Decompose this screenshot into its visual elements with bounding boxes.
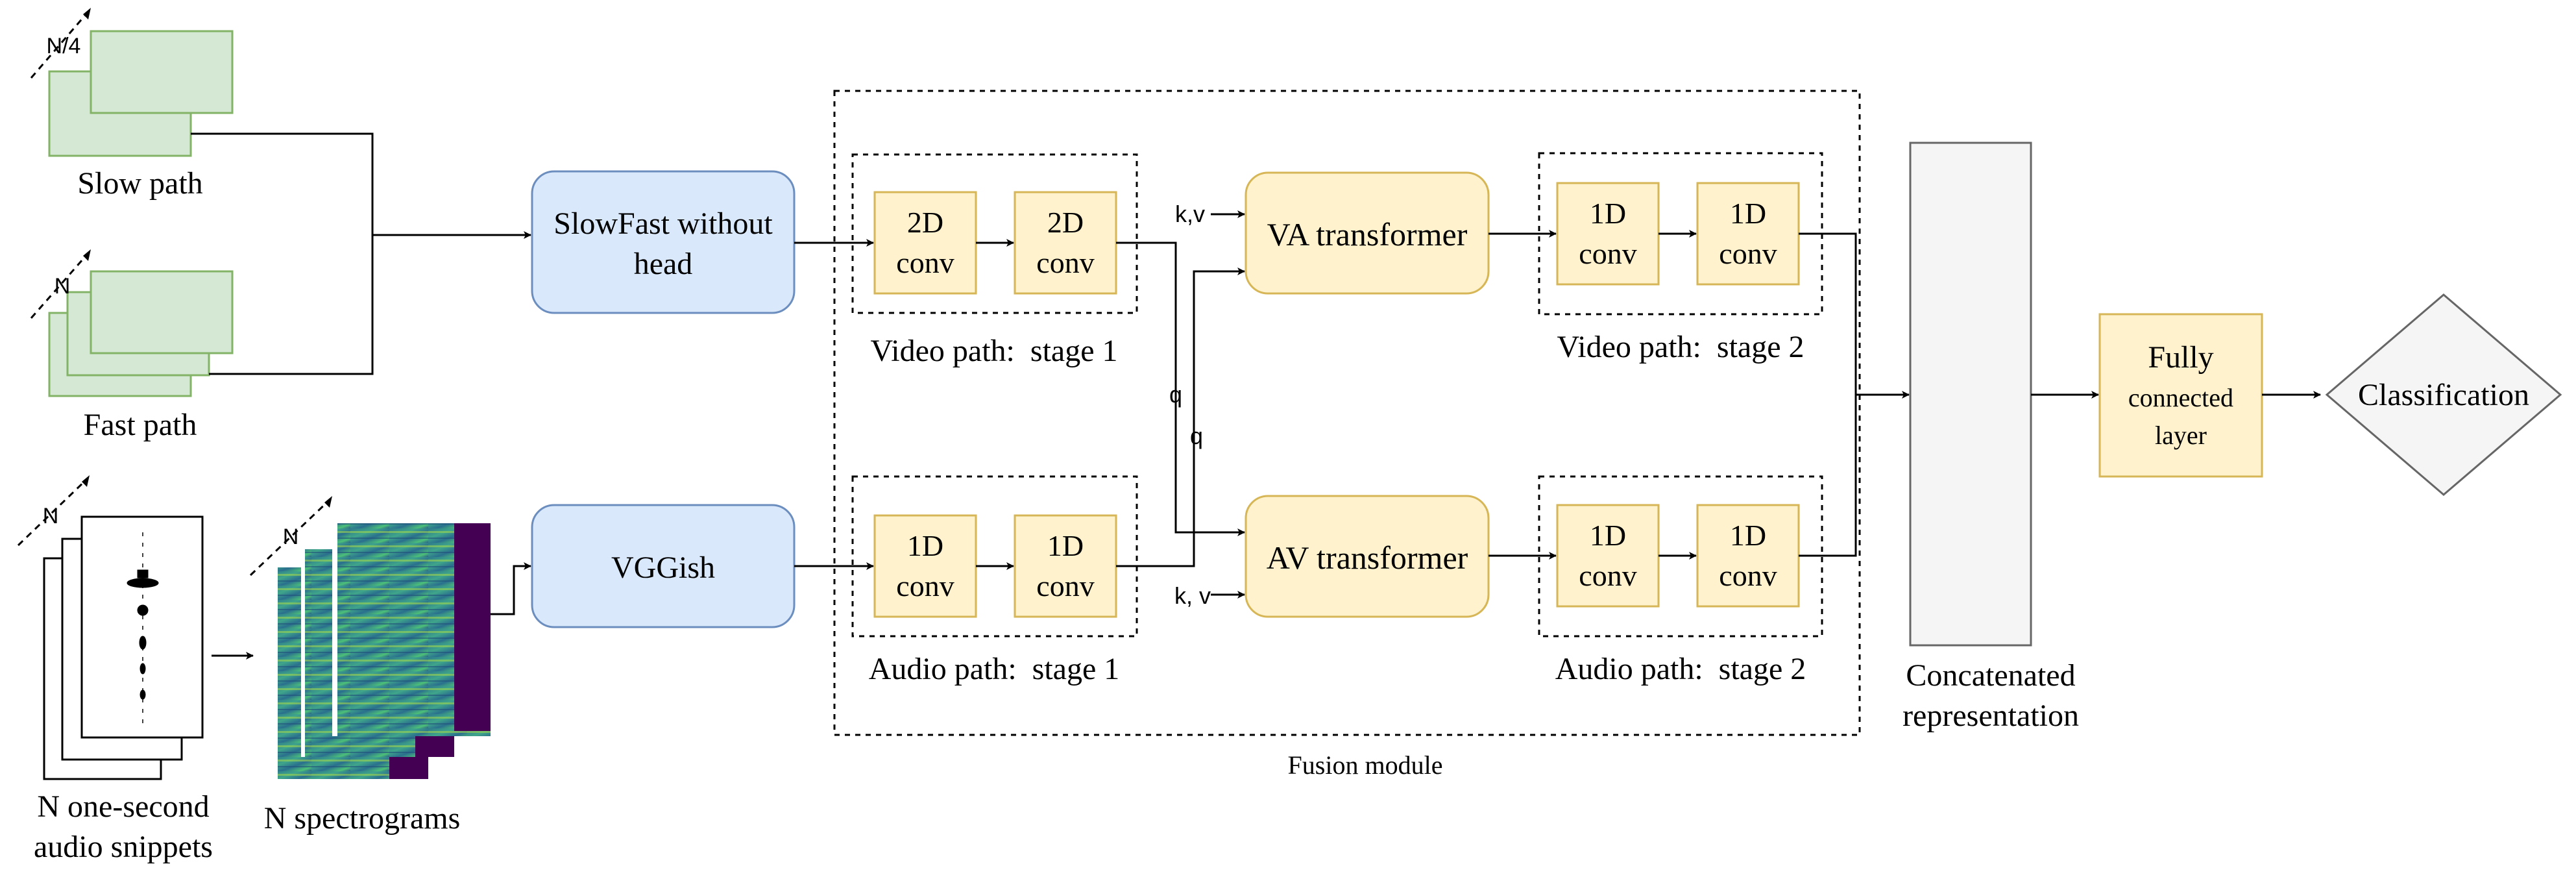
slow-path-frames [48,30,234,157]
fast-count-label: N [55,274,71,299]
q-label-right: q [1190,423,1203,449]
slow-path-label: Slow path [77,166,202,201]
slow-count-arrow [30,8,91,79]
conv-label: conv [896,246,954,279]
audio-snippet-frames [43,515,204,780]
slow-fast-merge-connector [191,132,531,375]
audio-stage1-border [851,475,1138,638]
stage2-to-concat-connector [1799,232,1910,557]
av-kv-label: k, v [1174,582,1211,609]
audio-stage2-conv-a: 1D conv [1556,504,1660,608]
conv-type-label: 1D [907,529,943,562]
audio-snippets-label-line2: audio snippets [34,830,213,864]
fc-label-line1: Fully [2148,340,2213,375]
va-transformer-block: VA transformer [1245,171,1490,295]
fully-connected-block: Fully connected layer [2098,313,2263,478]
audio-stage2-conv-b: 1D conv [1696,504,1800,608]
classification-node: Classification [2325,293,2562,496]
audio-stage1-conv-b: 1D conv [1014,514,1117,618]
spectrogram-to-vggish-connector [491,562,531,615]
conv-type-label: 1D [1590,519,1626,552]
av-transformer-label: AV transformer [1267,539,1468,576]
concat-label-line1: Concatenated [1906,658,2075,693]
audio-stage1-conv-a: 1D conv [873,514,977,618]
va-kv-label: k,v [1175,201,1205,227]
spectrogram-stack [278,519,491,779]
spectrogram-count-arrow [249,496,332,576]
conv-label: conv [896,569,954,602]
conv-label: conv [1719,559,1777,592]
video-stage1-border [851,153,1138,314]
video-stage2-conv-b: 1D conv [1696,182,1800,286]
conv-type-label: 2D [907,206,943,239]
spectrogram-count-label: N [283,525,299,549]
conv-type-label: 1D [1590,197,1626,230]
fusion-module-border [833,90,1861,736]
classification-label: Classification [2358,378,2529,412]
spectrograms-label: N spectrograms [264,801,461,836]
va-transformer-label: VA transformer [1267,216,1468,253]
audio-snippets-label-line1: N one-second [37,789,209,824]
vggish-label: VGGish [611,551,715,585]
audio-count-label: N [43,504,59,528]
video-stage1-conv-a: 2D conv [873,191,977,295]
concatenated-representation-block [1909,142,2032,647]
conv-type-label: 2D [1047,206,1084,239]
slowfast-label-line2: head [634,247,693,281]
audio-count-arrow [17,475,90,547]
conv-type-label: 1D [1730,197,1766,230]
audio-stage2-border [1538,475,1823,638]
slow-count-label: N/4 [47,34,81,58]
fc-label-line3: layer [2155,421,2207,450]
fast-path-frames [48,270,234,397]
conv-type-label: 1D [1730,519,1766,552]
concat-label-line2: representation [1902,699,2079,733]
video-stage2-conv-a: 1D conv [1556,182,1660,286]
conv-label: conv [1036,569,1094,602]
conv-type-label: 1D [1047,529,1084,562]
video-stage2-caption: Video path: stage 2 [1557,330,1804,364]
waveform-icon [127,532,159,727]
fc-label-line2: connected [2128,383,2233,412]
video-stage1-conv-b: 2D conv [1014,191,1117,295]
slowfast-block: SlowFast without head [531,170,796,314]
slowfast-label-line1: SlowFast without [553,206,773,241]
q-label-left: q [1169,381,1182,408]
audio-stage1-caption: Audio path: stage 1 [869,652,1120,686]
video-stage1-caption: Video path: stage 1 [870,334,1117,368]
audio-stage2-caption: Audio path: stage 2 [1555,652,1806,686]
conv-label: conv [1036,246,1094,279]
fast-path-label: Fast path [84,408,197,442]
conv-label: conv [1719,237,1777,270]
conv-label: conv [1579,237,1636,270]
fast-count-arrow [30,249,91,319]
vggish-block: VGGish [531,504,796,628]
av-transformer-block: AV transformer [1245,495,1490,618]
fusion-module-label: Fusion module [1288,750,1443,780]
conv-label: conv [1579,559,1636,592]
cross-attention-connectors [1116,210,1245,599]
